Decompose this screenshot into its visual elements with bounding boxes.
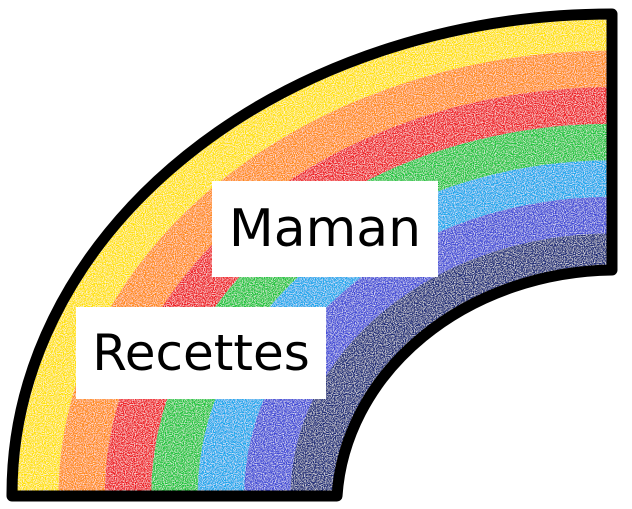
recettes-label: Recettes: [76, 307, 326, 399]
band-yellow: [12, 14, 612, 496]
band-navy: [290, 233, 612, 496]
band-red: [104, 87, 612, 496]
maman-label: Maman: [212, 181, 438, 277]
rainbow-outline: [6, 8, 618, 502]
band-orange: [58, 50, 612, 496]
